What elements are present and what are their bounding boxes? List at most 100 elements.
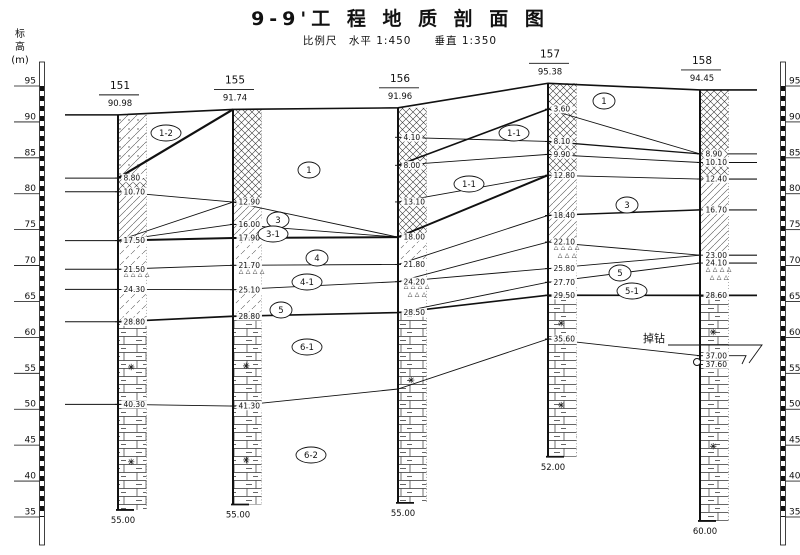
svg-text:90: 90 <box>25 112 37 122</box>
depth-value: 18.40 <box>554 211 576 220</box>
depth-value: 22.10 <box>554 238 576 247</box>
borehole-id: 155 <box>225 74 245 86</box>
svg-text:75: 75 <box>25 220 36 230</box>
svg-text:△: △ <box>724 274 729 281</box>
svg-text:3-1: 3-1 <box>266 230 280 240</box>
svg-text:△: △ <box>425 283 430 290</box>
svg-text:50: 50 <box>25 400 37 410</box>
depth-value: 12.90 <box>239 198 261 207</box>
svg-text:3: 3 <box>624 201 629 211</box>
depth-value: 24.10 <box>706 259 728 268</box>
depth-value: 4.10 <box>404 133 421 142</box>
svg-text:80: 80 <box>789 184 800 194</box>
depth-value: 28.50 <box>404 308 426 317</box>
svg-text:4-1: 4-1 <box>300 278 314 288</box>
depth-value: 13.10 <box>404 198 426 207</box>
svg-text:1: 1 <box>306 166 311 176</box>
svg-text:△: △ <box>713 266 718 273</box>
svg-text:5: 5 <box>278 306 283 316</box>
borehole-bottom-depth: 60.00 <box>693 527 717 537</box>
svg-text:△: △ <box>554 244 559 251</box>
depth-value: 16.00 <box>239 220 261 229</box>
svg-text:45: 45 <box>25 436 36 446</box>
svg-text:1-2: 1-2 <box>159 129 173 139</box>
svg-text:55: 55 <box>789 364 800 374</box>
svg-text:△: △ <box>239 268 244 275</box>
depth-value: 17.50 <box>124 236 146 245</box>
depth-marks-158: 8.9010.1012.4016.7023.0024.1028.6037.003… <box>697 149 729 369</box>
svg-text:△: △ <box>422 291 427 298</box>
svg-text:1-1: 1-1 <box>462 180 476 190</box>
stratum-label-3-1: 3-1 <box>257 225 289 243</box>
svg-text:40: 40 <box>25 472 37 482</box>
borehole-elevation: 91.74 <box>223 93 247 103</box>
svg-text:△: △ <box>706 266 711 273</box>
stratum-label-1-1: 1-1 <box>498 124 530 142</box>
depth-value: 10.10 <box>706 158 728 167</box>
svg-text:△: △ <box>568 244 573 251</box>
stratum-label-5: 5 <box>608 264 632 282</box>
svg-text:70: 70 <box>789 256 800 266</box>
depth-value: 37.60 <box>706 360 728 369</box>
svg-text:40: 40 <box>789 472 800 482</box>
svg-text:△: △ <box>138 271 143 278</box>
depth-value: 12.80 <box>554 171 576 180</box>
depth-value: 10.70 <box>124 187 146 196</box>
depth-marks-157: 3.608.109.9012.8018.4022.1025.8027.7029.… <box>545 105 577 344</box>
depth-value: 12.40 <box>706 175 728 184</box>
svg-text:△: △ <box>253 268 258 275</box>
svg-text:85: 85 <box>789 148 800 158</box>
stratum-label-1-2: 1-2 <box>150 124 182 142</box>
svg-text:△: △ <box>145 271 150 278</box>
svg-text:△: △ <box>717 274 722 281</box>
svg-text:△: △ <box>260 268 265 275</box>
svg-text:80: 80 <box>25 184 37 194</box>
svg-text:70: 70 <box>25 256 37 266</box>
svg-text:1-1: 1-1 <box>507 129 521 139</box>
note-text: 掉钻 <box>643 331 665 345</box>
borehole-elevation: 90.98 <box>108 99 132 109</box>
depth-value: 25.80 <box>554 264 576 273</box>
depth-value: 27.70 <box>554 278 576 287</box>
svg-text:50: 50 <box>789 400 800 410</box>
svg-text:95: 95 <box>789 77 800 87</box>
svg-text:3: 3 <box>275 216 280 226</box>
svg-text:△: △ <box>408 291 413 298</box>
depth-value: 29.50 <box>554 291 576 300</box>
svg-text:高: 高 <box>15 40 25 53</box>
stratum-label-3: 3 <box>266 211 290 229</box>
scale-caption: 比例尺 水平 1:450 垂直 1:350 <box>302 35 498 47</box>
depth-value: 8.80 <box>124 174 141 183</box>
depth-value: 35.60 <box>554 335 576 344</box>
depth-value: 28.80 <box>124 317 146 326</box>
stratum-label-3: 3 <box>615 196 639 214</box>
strata-lines <box>65 82 757 407</box>
svg-text:5-1: 5-1 <box>625 287 639 297</box>
depth-value: 23.00 <box>706 251 728 260</box>
svg-text:45: 45 <box>789 436 800 446</box>
svg-text:△: △ <box>404 283 409 290</box>
borehole-bottom-depth: 55.00 <box>111 516 135 526</box>
svg-text:△: △ <box>246 268 251 275</box>
svg-text:85: 85 <box>25 148 36 158</box>
stratum-label-4-1: 4-1 <box>291 273 323 291</box>
depth-value: 8.10 <box>554 137 571 146</box>
stratum-label-1: 1 <box>592 92 616 110</box>
depth-value: 41.30 <box>239 402 261 411</box>
svg-text:△: △ <box>418 283 423 290</box>
depth-value: 16.70 <box>706 206 728 215</box>
svg-text:△: △ <box>558 252 563 259</box>
borehole-bottom-depth: 55.00 <box>226 510 250 520</box>
borehole-id: 157 <box>540 48 560 60</box>
depth-value: 21.70 <box>239 261 261 270</box>
svg-text:90: 90 <box>789 112 800 122</box>
svg-text:△: △ <box>720 266 725 273</box>
depth-value: 8.90 <box>706 149 723 158</box>
stratum-label-6-2: 6-2 <box>295 446 327 464</box>
